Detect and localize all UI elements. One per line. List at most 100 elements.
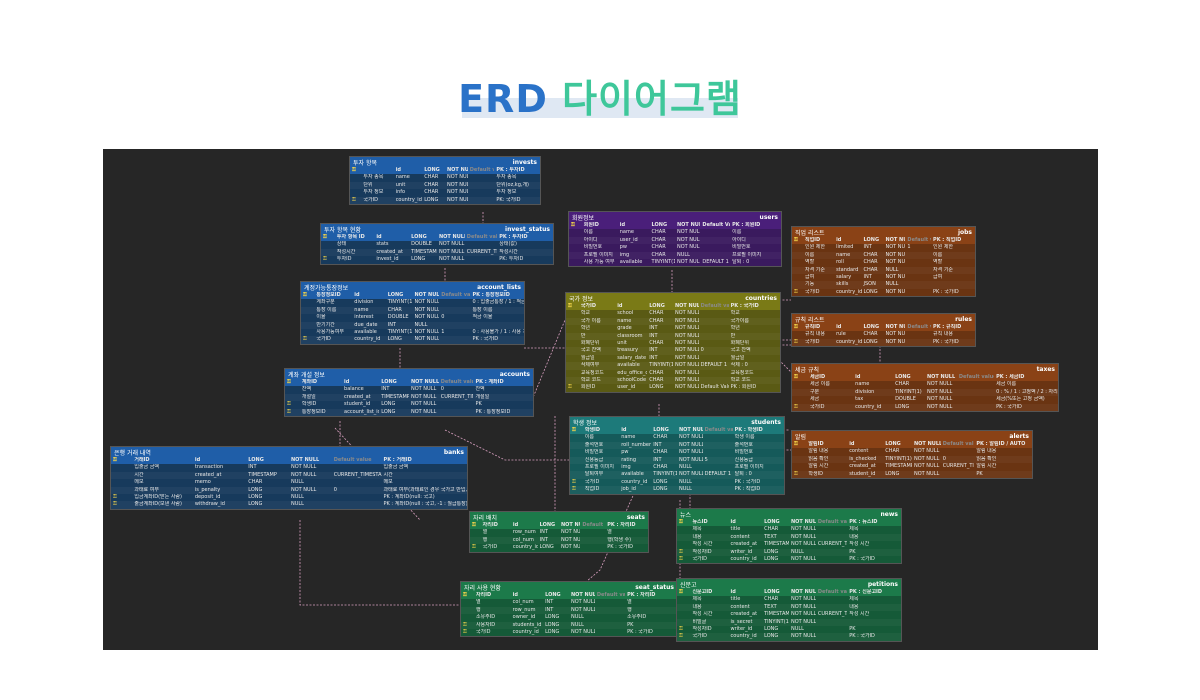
title-erd: ERD bbox=[458, 77, 548, 121]
cell: INT bbox=[653, 441, 662, 448]
cell: NOT NULL bbox=[570, 599, 595, 606]
cell: PK : 직업ID bbox=[734, 486, 761, 493]
cell: 읽음 확인 bbox=[976, 455, 997, 462]
cell: 국가ID bbox=[482, 544, 498, 551]
cell: 아이디 bbox=[583, 236, 598, 243]
cell-marker bbox=[792, 259, 803, 266]
cell: stats bbox=[376, 241, 389, 248]
cell: NOT NULL bbox=[678, 441, 703, 448]
cell: NOT NULL bbox=[885, 324, 905, 330]
cell: 학교 코드 bbox=[730, 376, 751, 383]
cell: 월급일 bbox=[730, 354, 745, 361]
cell: 자리ID bbox=[475, 592, 492, 598]
cell: treasury bbox=[617, 347, 639, 354]
cell: 1 bbox=[907, 244, 911, 251]
cell: info bbox=[395, 189, 406, 196]
cell: LONG bbox=[381, 408, 396, 415]
cell: 삭제 : 0 bbox=[730, 362, 748, 369]
cell: Default value bbox=[582, 522, 605, 528]
cell: 0 bbox=[333, 486, 337, 493]
cell: 국가ID bbox=[804, 288, 820, 295]
table-name: students bbox=[751, 418, 781, 426]
cell: CHAR bbox=[764, 526, 779, 533]
cell: INT bbox=[649, 347, 658, 354]
cell bbox=[931, 281, 975, 288]
cell: PK : 계좌ID(null : 국고, -1 : 월급통장) bbox=[383, 501, 467, 508]
table-name: news bbox=[880, 510, 898, 518]
cell: 0 : 사용불가 / 1 : 사용 가능 bbox=[472, 328, 524, 335]
cell: INT bbox=[545, 606, 554, 613]
cell: LONG bbox=[764, 519, 780, 525]
cell-marker bbox=[566, 347, 579, 354]
cell bbox=[700, 244, 730, 251]
cell-marker: ⚿ bbox=[794, 324, 798, 330]
cell: CHAR bbox=[651, 229, 666, 236]
cell: CHAR bbox=[863, 259, 878, 266]
cell: PK : 규칙ID bbox=[933, 324, 962, 330]
cell: 비밀번호 bbox=[583, 244, 603, 251]
cell: INT bbox=[649, 354, 658, 361]
cell: 학교 bbox=[730, 310, 740, 317]
cell: NOT NULL bbox=[410, 408, 437, 415]
cell-marker bbox=[350, 174, 361, 181]
cell: PK : 자리ID bbox=[607, 522, 636, 528]
cell: 규칙 내용 bbox=[804, 331, 825, 338]
cell-marker bbox=[569, 237, 582, 244]
cell: roll_number bbox=[621, 441, 652, 448]
table-label: 은행 거래 내역 bbox=[114, 449, 151, 457]
cell: NOT NULL bbox=[560, 536, 581, 543]
cell: 자격 기준 bbox=[804, 266, 825, 273]
cell bbox=[905, 267, 931, 274]
cell: LONG bbox=[424, 167, 440, 173]
cell: created_at bbox=[344, 393, 371, 400]
cell: limited bbox=[836, 244, 854, 251]
cell-marker bbox=[570, 442, 583, 449]
cell: 이율 bbox=[316, 314, 326, 321]
cell bbox=[703, 449, 733, 456]
cell: transaction bbox=[194, 464, 224, 471]
cell: Default value bbox=[704, 427, 733, 433]
cell: NULL bbox=[885, 281, 899, 288]
cell: NOT NULL bbox=[446, 174, 468, 181]
cell-marker bbox=[285, 394, 300, 401]
cell: 구분 bbox=[809, 388, 820, 395]
cell bbox=[699, 333, 729, 340]
cell bbox=[700, 237, 730, 244]
cell-marker bbox=[792, 381, 808, 388]
cell: INT bbox=[539, 529, 548, 536]
cell: CURRENT_TIMESTAMP bbox=[817, 611, 848, 618]
cell bbox=[957, 396, 994, 403]
cell bbox=[905, 274, 931, 281]
cell: 학생ID bbox=[808, 470, 823, 477]
cell-marker bbox=[792, 267, 803, 274]
table-label: 세금 규칙 bbox=[795, 366, 819, 374]
key-icon: ⚿ bbox=[794, 288, 798, 295]
cell: NULL bbox=[414, 321, 428, 328]
